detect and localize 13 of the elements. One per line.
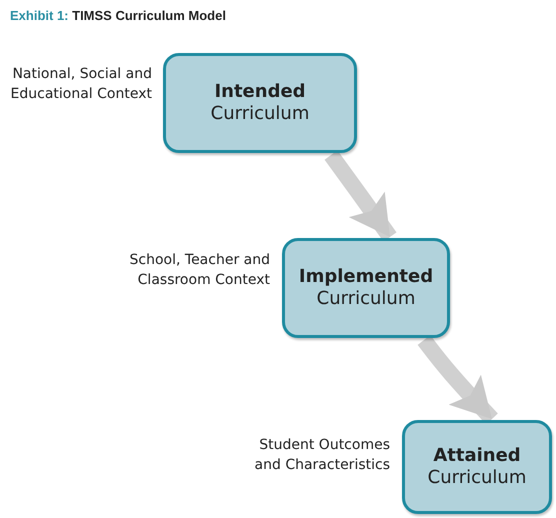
box-text: Curriculum — [210, 103, 310, 125]
context-label: National, Social and Educational Context — [10, 65, 152, 104]
box-heading: Intended — [214, 81, 306, 103]
curriculum-box — [282, 238, 450, 338]
box-heading: Implemented — [298, 266, 434, 288]
title: Exhibit 1: TIMSS Curriculum Model — [10, 8, 226, 23]
curriculum-box — [402, 420, 552, 514]
context-label: Student Outcomes and Characteristics — [254, 436, 390, 475]
box-text: Curriculum — [316, 288, 416, 310]
context-label: School, Teacher and Classroom Context — [128, 251, 270, 290]
curriculum-box — [163, 53, 357, 153]
box-text: Curriculum — [428, 467, 526, 489]
box-heading: Attained — [433, 445, 521, 467]
